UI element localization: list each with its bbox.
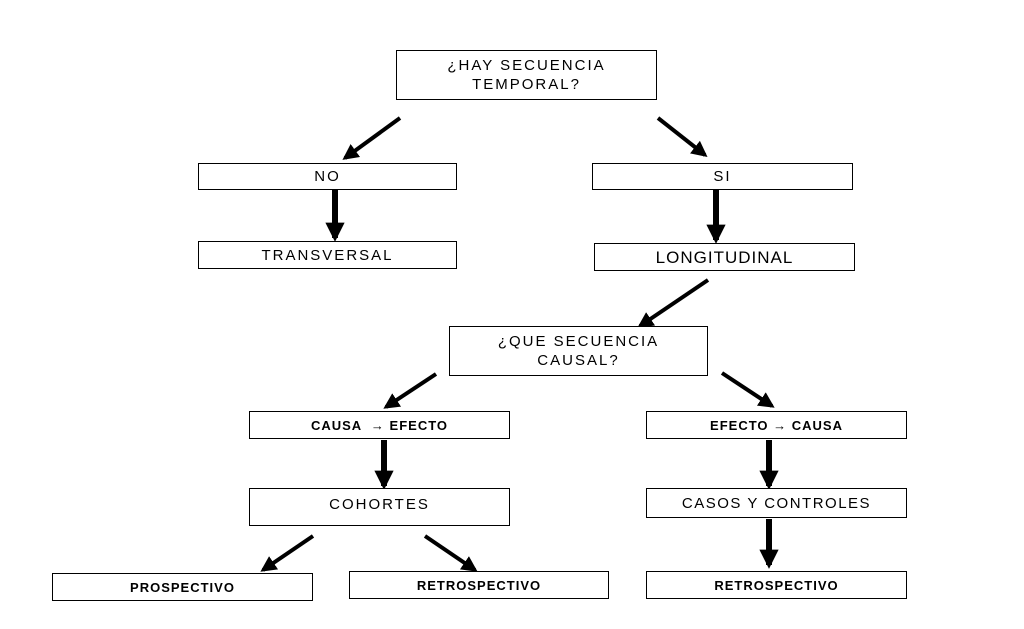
- node-temporal-question: ¿HAY SECUENCIA TEMPORAL?: [396, 50, 657, 100]
- node-prospectivo-label: PROSPECTIVO: [130, 579, 235, 595]
- node-causal-question: ¿QUE SECUENCIA CAUSAL?: [449, 326, 708, 376]
- arrow-to-no: [342, 116, 402, 160]
- node-prospectivo: PROSPECTIVO: [52, 573, 313, 601]
- node-retrospectivo-cohortes: RETROSPECTIVO: [349, 571, 609, 599]
- node-no-label: NO: [314, 168, 341, 185]
- node-casos-controles-label: CASOS Y CONTROLES: [681, 494, 872, 512]
- arrow-to-efecto-causa: [720, 371, 775, 408]
- node-retrospectivo-casos-label: RETROSPECTIVO: [714, 577, 839, 593]
- arrow-to-si: [656, 116, 708, 157]
- node-transversal-label: TRANSVERSAL: [261, 246, 394, 264]
- node-retrospectivo-casos: RETROSPECTIVO: [646, 571, 907, 599]
- node-efecto-causa: EFECTO → CAUSA: [646, 411, 907, 439]
- node-causa-efecto: CAUSA → EFECTO: [249, 411, 510, 439]
- node-efecto-causa-label: EFECTO → CAUSA: [710, 417, 843, 433]
- node-no: NO: [198, 163, 457, 190]
- node-longitudinal: LONGITUDINAL: [594, 243, 855, 271]
- arrow-to-causa-efecto: [383, 372, 438, 409]
- node-causal-question-line1: ¿QUE SECUENCIA: [497, 333, 660, 350]
- node-si-label: SI: [713, 168, 732, 185]
- node-si: SI: [592, 163, 853, 190]
- node-causal-question-line2: CAUSAL?: [537, 352, 620, 369]
- node-temporal-question-line1: ¿HAY SECUENCIA: [447, 57, 606, 74]
- node-causa-efecto-label: CAUSA → EFECTO: [310, 417, 449, 433]
- node-transversal: TRANSVERSAL: [198, 241, 457, 269]
- arrow-to-retrospectivo-cohortes: [423, 534, 478, 572]
- node-cohortes-label: COHORTES: [329, 496, 430, 513]
- node-longitudinal-label: LONGITUDINAL: [655, 247, 794, 267]
- arrow-to-prospectivo: [260, 534, 315, 572]
- node-cohortes: COHORTES: [249, 488, 510, 526]
- node-casos-controles: CASOS Y CONTROLES: [646, 488, 907, 518]
- node-temporal-question-line2: TEMPORAL?: [472, 76, 581, 93]
- arrow-to-causal: [637, 278, 710, 328]
- node-retrospectivo-cohortes-label: RETROSPECTIVO: [416, 577, 542, 593]
